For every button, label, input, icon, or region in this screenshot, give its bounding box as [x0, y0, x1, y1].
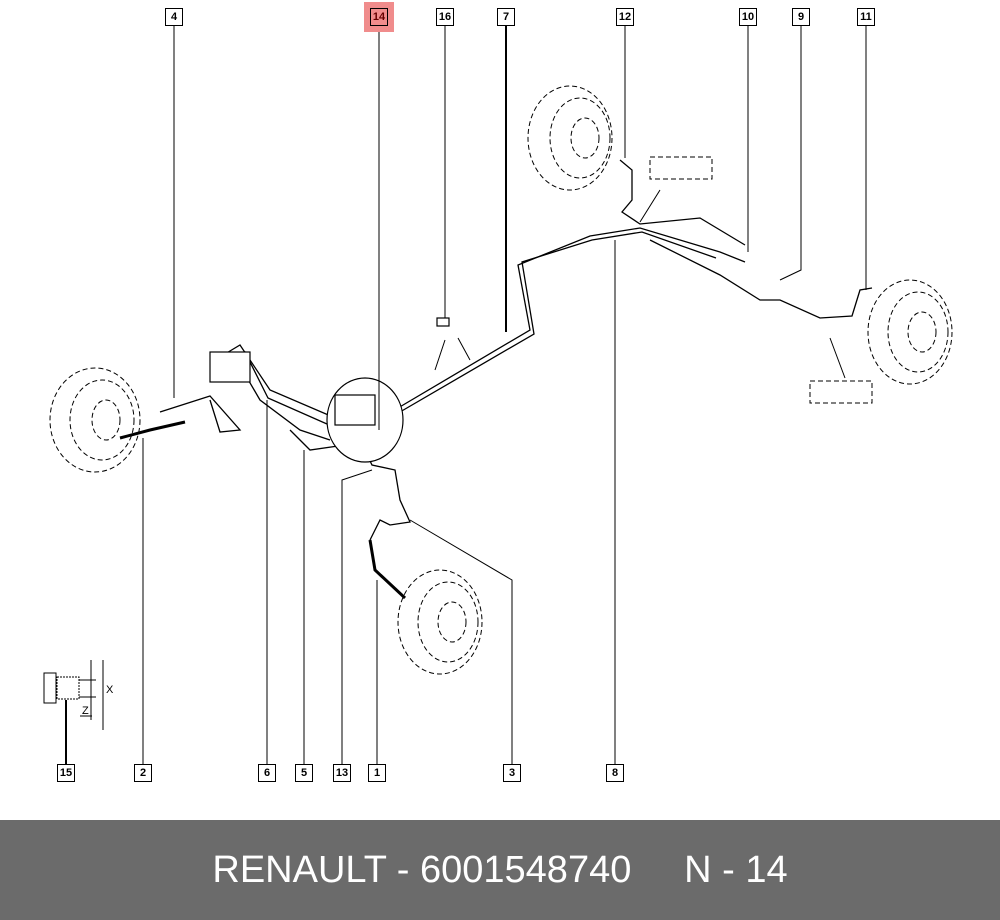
callout-15[interactable]: 15 — [57, 764, 75, 782]
fitting-detail: X Z — [43, 660, 114, 730]
dimension-z-label: Z — [82, 705, 89, 717]
callout-4[interactable]: 4 — [165, 8, 183, 26]
callout-6[interactable]: 6 — [258, 764, 276, 782]
wheel-rear-left — [867, 279, 953, 385]
callout-5[interactable]: 5 — [295, 764, 313, 782]
wheels — [49, 85, 953, 675]
callout-3[interactable]: 3 — [503, 764, 521, 782]
wheel-rear-right — [527, 85, 613, 191]
callout-1[interactable]: 1 — [368, 764, 386, 782]
callout-7[interactable]: 7 — [497, 8, 515, 26]
callout-16[interactable]: 16 — [436, 8, 454, 26]
callout-9[interactable]: 9 — [792, 8, 810, 26]
callout-14-highlighted[interactable]: 14 — [364, 2, 394, 32]
footer-part-caption: RENAULT - 6001548740 N - 14 — [0, 820, 1000, 920]
wheel-front-left — [49, 367, 141, 473]
brake-pipes — [119, 159, 873, 600]
wheel-front-right — [397, 569, 483, 675]
callout-10[interactable]: 10 — [739, 8, 757, 26]
callout-12[interactable]: 12 — [616, 8, 634, 26]
brake-pipe-diagram: X Z — [43, 25, 953, 765]
leader-lines — [65, 25, 867, 765]
callout-11[interactable]: 11 — [857, 8, 875, 26]
callout-13[interactable]: 13 — [333, 764, 351, 782]
dimension-x-label: X — [106, 684, 114, 696]
callout-2[interactable]: 2 — [134, 764, 152, 782]
callout-8[interactable]: 8 — [606, 764, 624, 782]
master-cylinder — [209, 317, 450, 463]
